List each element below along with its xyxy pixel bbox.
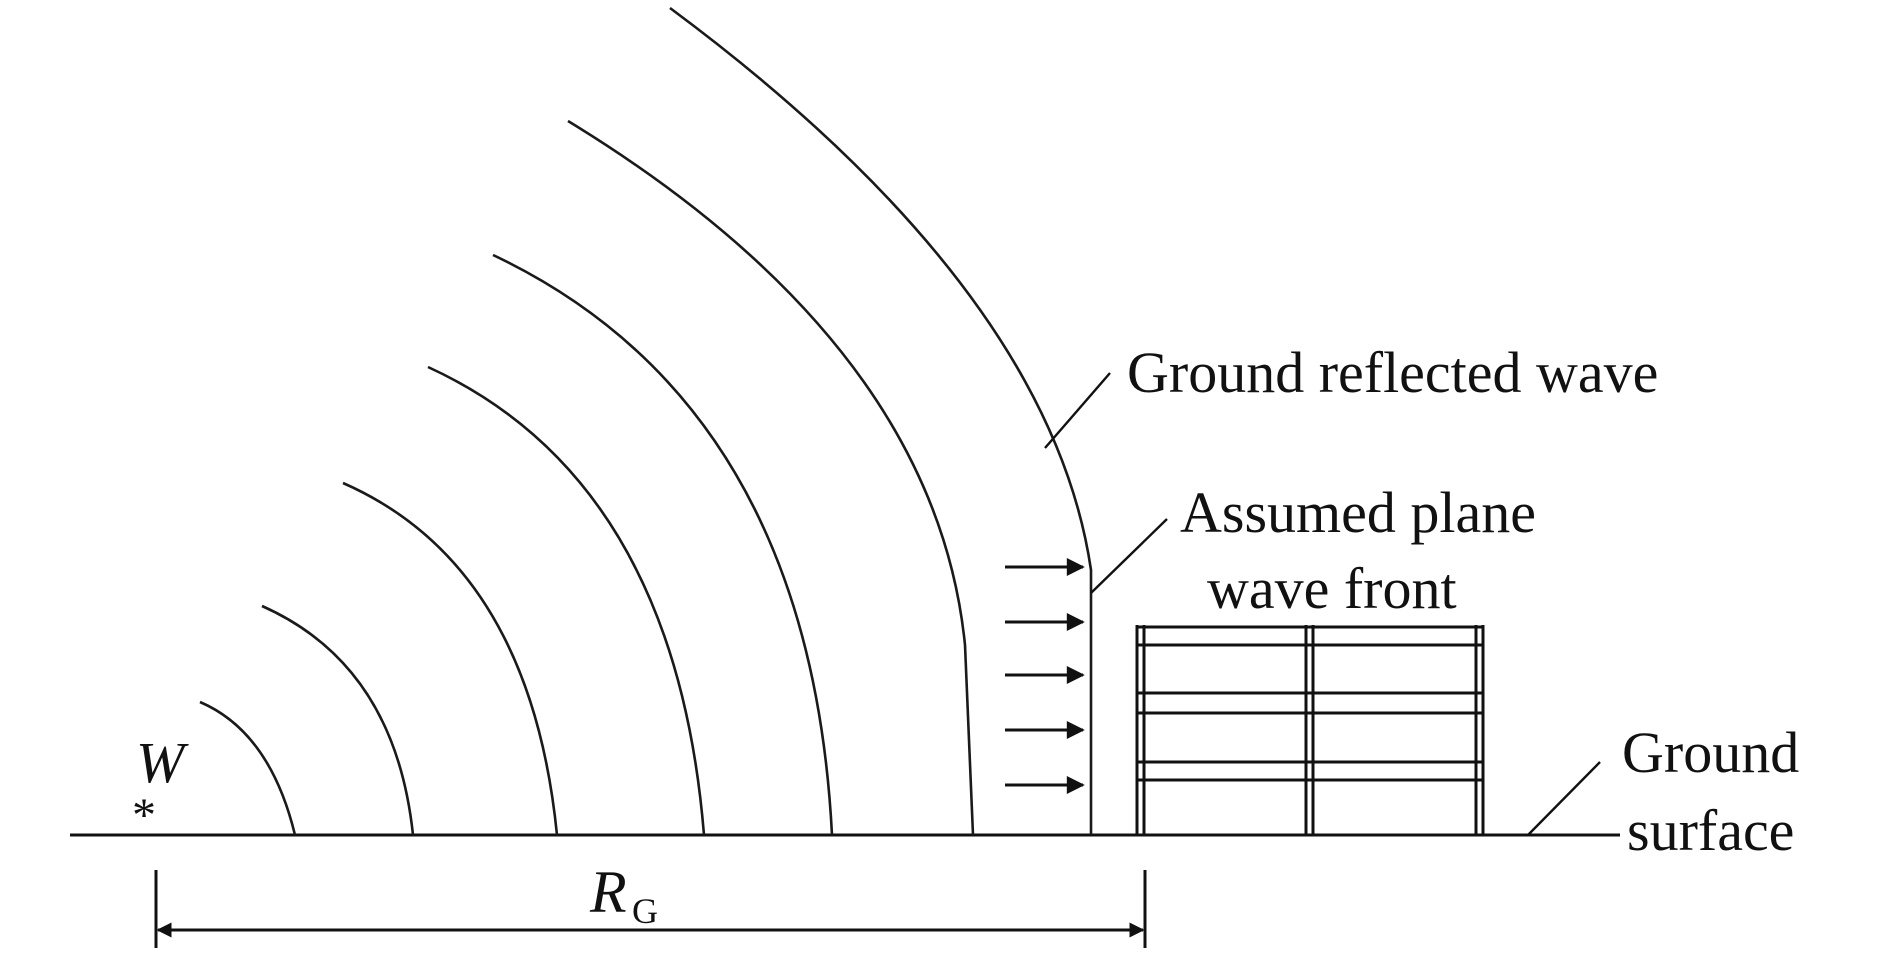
leader-line-plane-wave [1090, 518, 1168, 594]
wave-front-3 [342, 481, 559, 836]
label-assumed-plane-line1: Assumed plane [1180, 480, 1536, 545]
wave-front-2 [261, 604, 415, 836]
label-distance-sub: G [632, 891, 658, 931]
wave-fronts [199, 6, 1093, 836]
label-surface: surface [1627, 798, 1794, 863]
wave-front-7 [669, 6, 1093, 835]
leader-line-reflected-wave [1044, 372, 1111, 449]
label-ground-reflected-wave: Ground reflected wave [1127, 340, 1658, 405]
wave-front-6 [567, 119, 975, 836]
wave-front-1 [199, 700, 297, 836]
leader-line-ground-surface [1527, 761, 1601, 836]
label-distance-r: R [589, 859, 627, 925]
dimension-rg: R G [154, 859, 1147, 948]
building [1135, 625, 1485, 835]
label-ground: Ground [1622, 720, 1799, 785]
label-source-w: W [136, 730, 189, 795]
wave-front-5 [492, 253, 834, 836]
label-assumed-plane-line2: wave front [1207, 556, 1457, 621]
wave-front-4 [427, 365, 706, 836]
plane-wave-arrows [1005, 558, 1085, 794]
asterisk-icon: * [132, 789, 156, 842]
